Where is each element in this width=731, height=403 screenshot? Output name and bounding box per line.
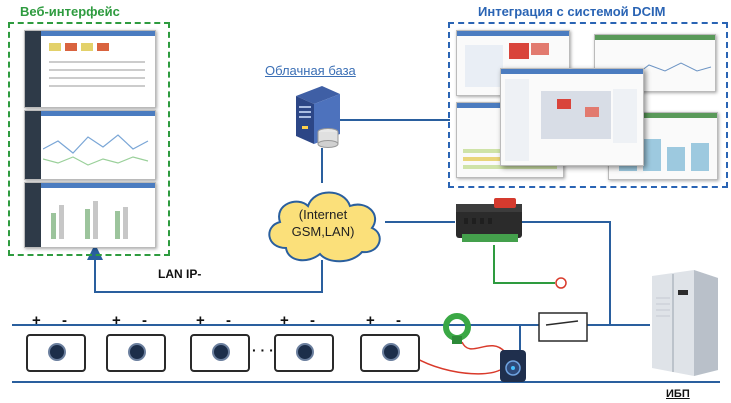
- battery-2: + -: [102, 312, 168, 374]
- web-screenshot-2: [24, 110, 156, 180]
- battery-minus: -: [226, 312, 231, 329]
- battery-4: + -: [270, 312, 336, 374]
- battery-plus: +: [366, 312, 375, 329]
- controller-signal-link: [493, 245, 555, 284]
- lan-ip-label: LAN IP-: [158, 267, 202, 281]
- battery-ellipsis: · · ·: [252, 342, 274, 358]
- dcim-label: Интеграция с системой DCIM: [478, 4, 666, 19]
- controller-bus-link: [522, 221, 611, 325]
- battery-plus: +: [196, 312, 205, 329]
- web-screenshot-3: [24, 182, 156, 248]
- ups-cabinet-icon: [652, 270, 718, 376]
- dcim-box: [448, 22, 728, 188]
- sensor-wire: [461, 341, 506, 353]
- cloud-text: (Internet GSM,LAN): [291, 207, 355, 239]
- battery-icon: [274, 334, 334, 372]
- signal-terminal: [555, 277, 567, 289]
- battery-plus: +: [32, 312, 41, 329]
- battery-plus: +: [280, 312, 289, 329]
- cloud-icon: [268, 191, 381, 263]
- battery-minus: -: [142, 312, 147, 329]
- cloud-web-link: [87, 244, 323, 293]
- battery-minus: -: [396, 312, 401, 329]
- battery-plus: +: [112, 312, 121, 329]
- monitor-icon: [500, 350, 526, 382]
- web-interface-box: [8, 22, 170, 256]
- ups-label: ИБП: [666, 388, 690, 400]
- battery-minus: -: [62, 312, 67, 329]
- cloud-db-label: Облачная база: [265, 63, 356, 78]
- server-icon: [296, 86, 340, 148]
- switch-icon: [538, 312, 588, 342]
- battery-minus: -: [310, 312, 315, 329]
- web-interface-label: Веб-интерфейс: [20, 4, 120, 19]
- controller-icon: [456, 198, 522, 242]
- dcim-screen-main: [500, 68, 644, 166]
- web-screenshot-1: [24, 30, 156, 108]
- battery-3: + -: [186, 312, 252, 374]
- battery-1: + -: [22, 312, 88, 374]
- current-sensor-icon: [443, 313, 471, 344]
- battery-5: + -: [356, 312, 422, 374]
